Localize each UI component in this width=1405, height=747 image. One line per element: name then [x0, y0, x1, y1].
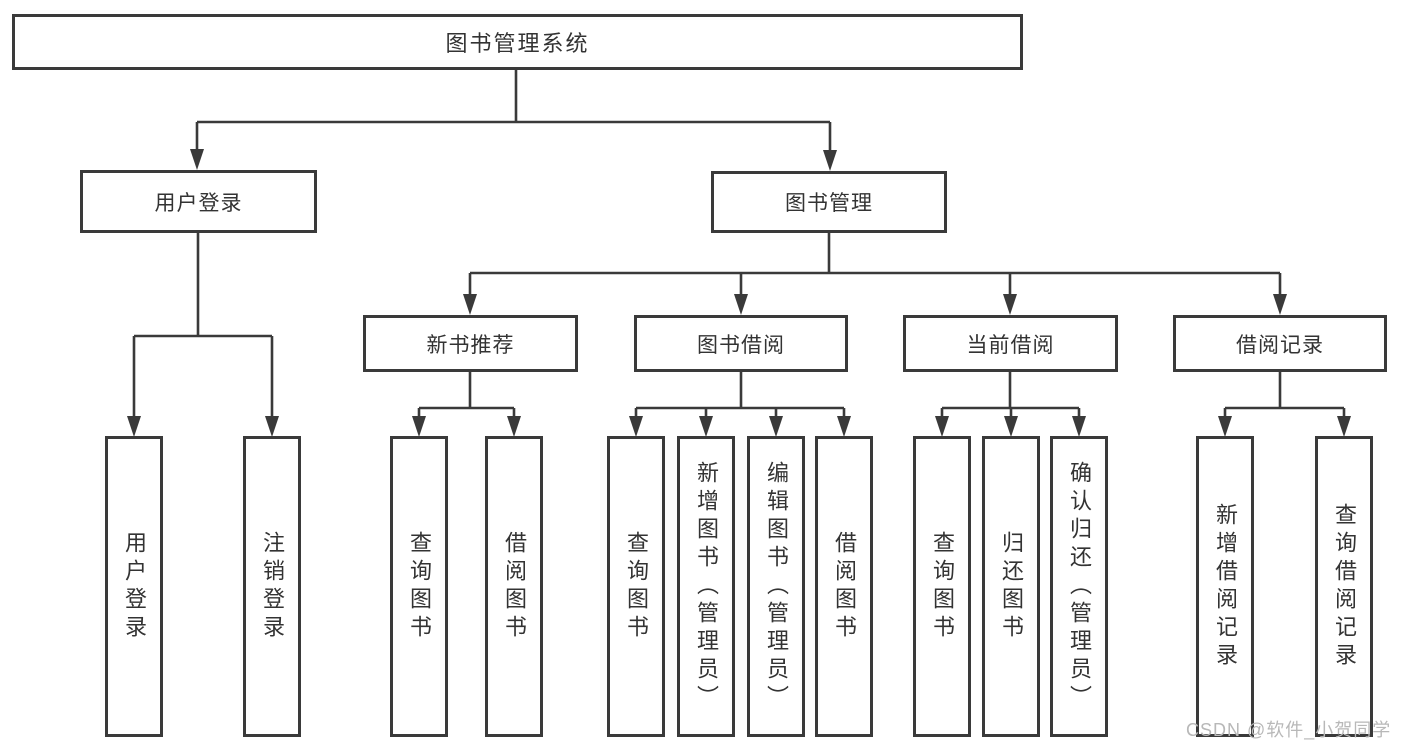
- node-label: 查询图书: [624, 530, 649, 643]
- arrowhead: [699, 416, 713, 437]
- node-label: 新书推荐: [426, 333, 515, 357]
- node-label: 借阅图书: [502, 530, 527, 643]
- arrowhead: [463, 294, 477, 315]
- node-label: 注销登录: [260, 530, 285, 643]
- node-label: 查询借阅记录: [1332, 502, 1357, 671]
- leaf-return-books: 归还图书: [982, 436, 1040, 737]
- node-label: 查询图书: [930, 530, 955, 643]
- arrowhead: [412, 416, 426, 437]
- csdn-watermark: CSDN @软件_小贺同学: [1186, 720, 1392, 740]
- leaf-add-borrow-record: 新增借阅记录: [1196, 436, 1254, 737]
- leaf-query-books-borrowing: 查询图书: [607, 436, 665, 737]
- node-current-borrowing: 当前借阅: [903, 315, 1118, 372]
- node-label: 确认归还（管理员）: [1067, 460, 1092, 713]
- node-label: 当前借阅: [966, 333, 1055, 357]
- arrowhead: [769, 416, 783, 437]
- node-book-borrowing: 图书借阅: [634, 315, 848, 372]
- node-label: 编辑图书（管理员）: [764, 460, 789, 713]
- arrowhead: [127, 416, 141, 437]
- node-label: 查询图书: [407, 530, 432, 643]
- node-label: 用户登录: [122, 530, 147, 643]
- node-label: 归还图书: [999, 530, 1024, 643]
- node-book-management: 图书管理: [711, 171, 947, 233]
- node-label: 图书借阅: [697, 333, 785, 357]
- node-label: 借阅图书: [832, 530, 857, 643]
- arrowhead: [629, 416, 643, 437]
- arrowhead: [265, 416, 279, 437]
- arrowhead: [734, 294, 748, 315]
- arrowhead: [1273, 294, 1287, 315]
- leaf-user-login: 用户登录: [105, 436, 163, 737]
- arrowhead: [1218, 416, 1232, 437]
- node-label: 新增借阅记录: [1213, 502, 1238, 671]
- leaf-add-books-admin: 新增图书（管理员）: [677, 436, 735, 737]
- arrowhead: [507, 416, 521, 437]
- node-label: 图书管理: [785, 192, 873, 215]
- arrowhead: [1337, 416, 1351, 437]
- arrowhead: [1072, 416, 1086, 437]
- node-user-login: 用户登录: [80, 170, 317, 233]
- leaf-query-books-recommend: 查询图书: [390, 436, 448, 737]
- node-label: 借阅记录: [1236, 333, 1324, 357]
- arrowhead: [1003, 294, 1017, 315]
- leaf-query-books-current: 查询图书: [913, 436, 971, 737]
- node-borrowing-records: 借阅记录: [1173, 315, 1387, 372]
- arrowhead: [1004, 416, 1018, 437]
- leaf-borrow-books: 借阅图书: [815, 436, 873, 737]
- node-library-management-system: 图书管理系统: [12, 14, 1023, 70]
- leaf-query-borrow-record: 查询借阅记录: [1315, 436, 1373, 737]
- node-label: 图书管理系统: [445, 31, 590, 56]
- leaf-borrow-books-recommend: 借阅图书: [485, 436, 543, 737]
- arrowhead: [935, 416, 949, 437]
- arrowhead: [190, 149, 204, 170]
- leaf-edit-books-admin: 编辑图书（管理员）: [747, 436, 805, 737]
- arrowhead: [823, 150, 837, 171]
- arrowhead: [837, 416, 851, 437]
- node-label: 用户登录: [154, 191, 243, 215]
- node-new-book-recommendation: 新书推荐: [363, 315, 578, 372]
- node-label: 新增图书（管理员）: [694, 460, 719, 713]
- leaf-logout: 注销登录: [243, 436, 301, 737]
- leaf-confirm-return-admin: 确认归还（管理员）: [1050, 436, 1108, 737]
